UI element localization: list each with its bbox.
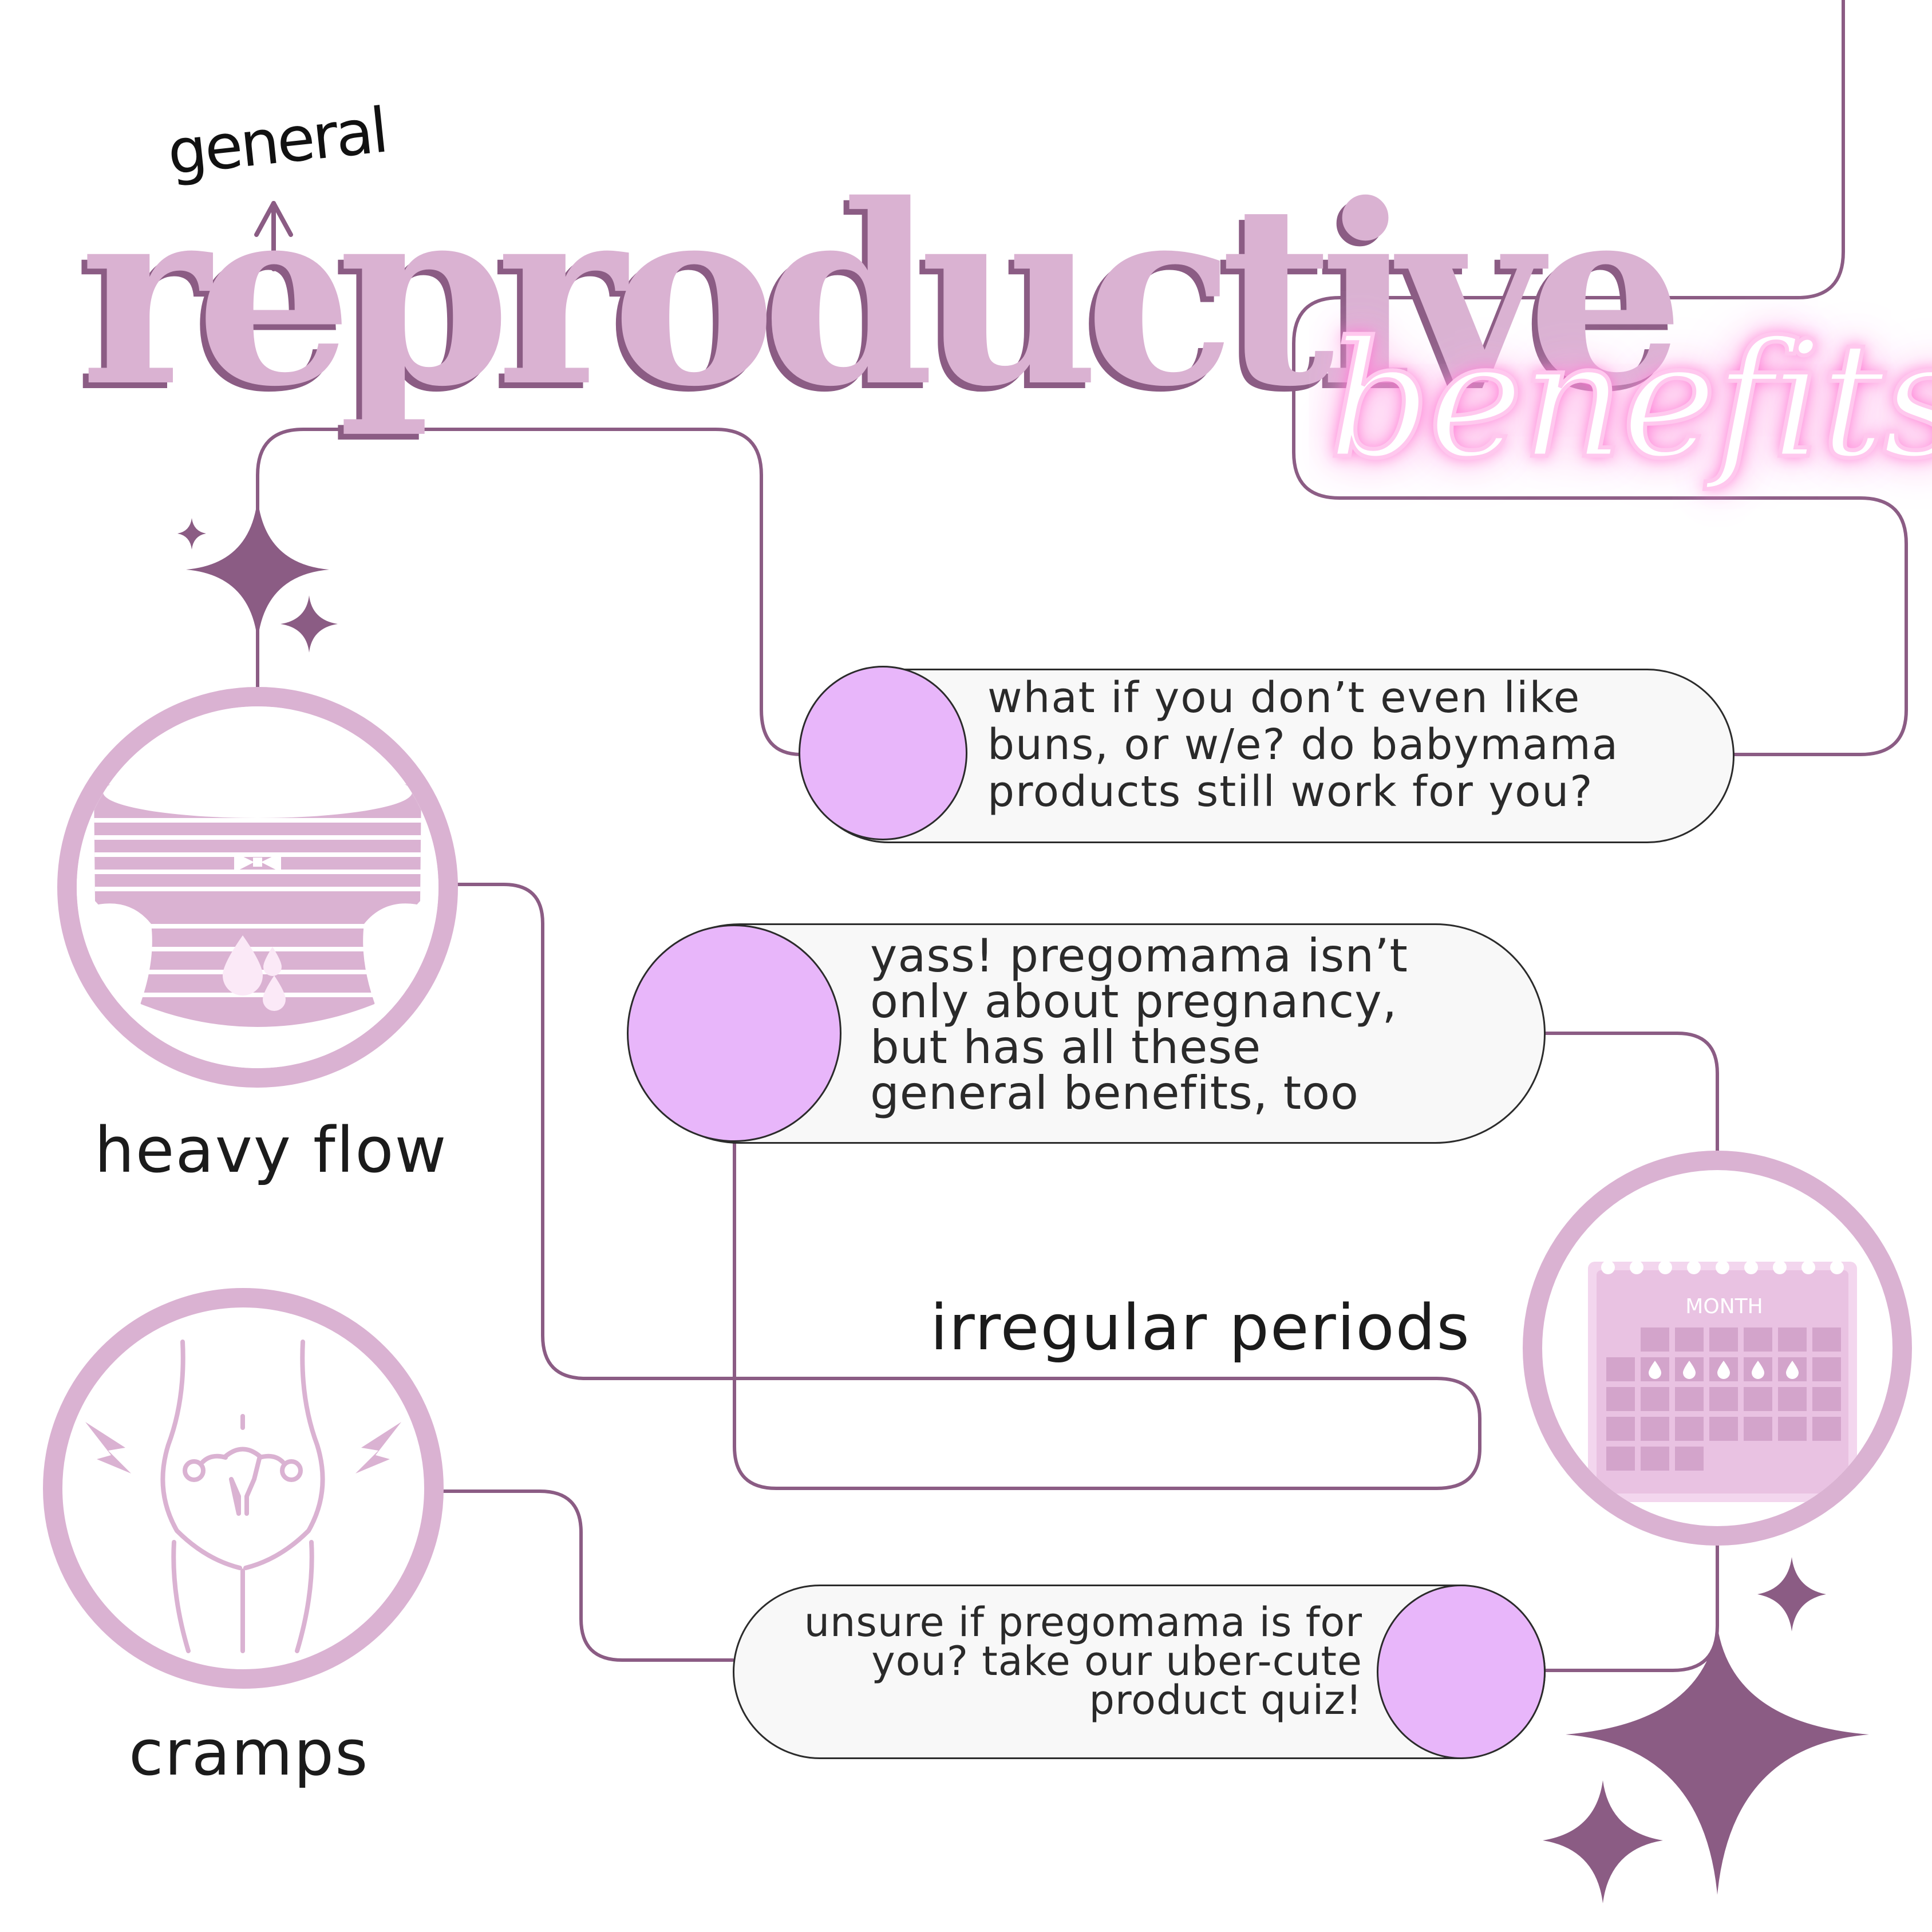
bubble-dot (799, 666, 967, 840)
caption-irregular-periods: irregular periods (930, 1291, 1471, 1364)
answer-bubble-text: yass! pregomama isn’t only about pregnan… (870, 929, 1408, 1120)
calendar-icon: MONTH (1588, 1261, 1857, 1502)
connector-heavy-flow-to-irregular (445, 883, 1481, 1490)
cramps-circle (43, 1288, 444, 1689)
bubble-dot (1377, 1585, 1546, 1759)
heavy-flow-circle (57, 687, 458, 1088)
sparkles (177, 498, 1869, 1903)
uterus-cramps-icon (85, 1340, 401, 1653)
neon-subtitle: benefits (1326, 307, 1932, 494)
irregular-periods-circle: MONTH (1523, 1151, 1912, 1546)
bubble-dot (627, 924, 841, 1142)
quiz-bubble-text: unsure if pregomama is for you? take our… (804, 1599, 1362, 1724)
sparkle-icon (1543, 1780, 1663, 1903)
caption-heavy-flow: heavy flow (94, 1113, 448, 1187)
sparkle-icon (1566, 1626, 1869, 1895)
connector-cramps-to-bubble3 (442, 1490, 734, 1662)
sparkle-icon (177, 518, 206, 550)
period-underwear-icon (77, 706, 438, 1068)
connector-calendar-to-bubble3 (1544, 1544, 1719, 1672)
sparkle-icon (186, 498, 329, 641)
connector-heavy-flow-to-bubble1 (256, 428, 803, 756)
connector-bubble2-to-calendar (1544, 1032, 1719, 1152)
arrow-up-icon (254, 201, 293, 271)
sparkle-icon (280, 595, 338, 653)
caption-cramps: cramps (129, 1716, 369, 1789)
connector-top-right (1292, 0, 1908, 756)
question-bubble-text: what if you don’t even like buns, or w/e… (987, 673, 1619, 816)
page-title: reproductive (80, 150, 1685, 441)
calendar-month-label: MONTH (1685, 1295, 1763, 1318)
sparkle-icon (1757, 1557, 1826, 1631)
